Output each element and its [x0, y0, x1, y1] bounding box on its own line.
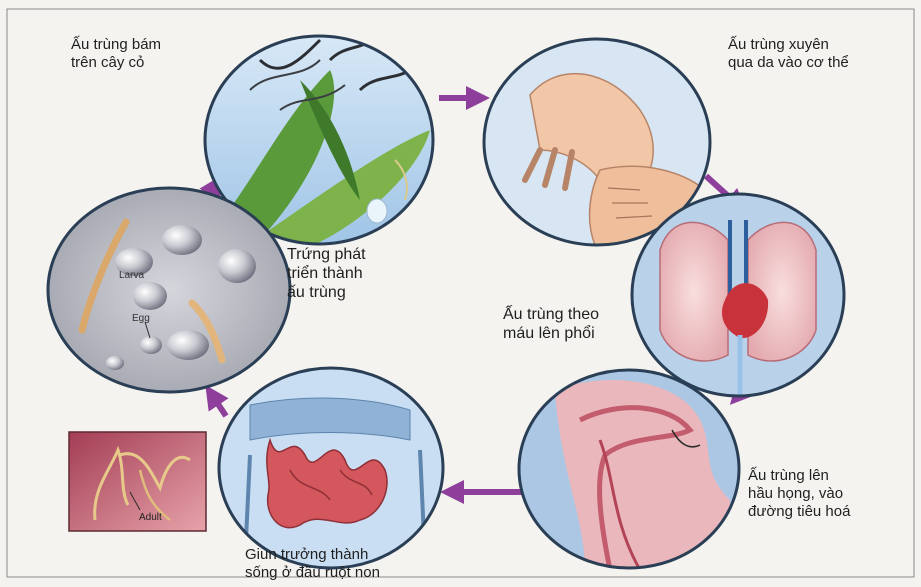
egg-tag: Egg [132, 313, 150, 324]
label-throat: Ấu trùng lên hầu họng, vào đường tiêu ho… [748, 467, 850, 521]
label-intestine: Giun trưởng thành sống ở đầu ruột non [245, 546, 380, 582]
circle-intestine [215, 365, 450, 575]
label-lungs: Ấu trùng theo máu lên phổi [503, 305, 599, 343]
circle-throat [515, 368, 745, 573]
adult-tag: Adult [139, 512, 162, 523]
larva-tag: Larva [119, 270, 144, 281]
adult-worm-inset [69, 432, 206, 531]
label-plant: Ấu trùng bám trên cây cỏ [71, 36, 161, 72]
arrow-intestine-to-eggs [212, 395, 226, 416]
label-skin: Ấu trùng xuyên qua da vào cơ thể [728, 36, 849, 72]
label-eggs: Trứng phát triển thành ấu trùng [287, 245, 366, 302]
